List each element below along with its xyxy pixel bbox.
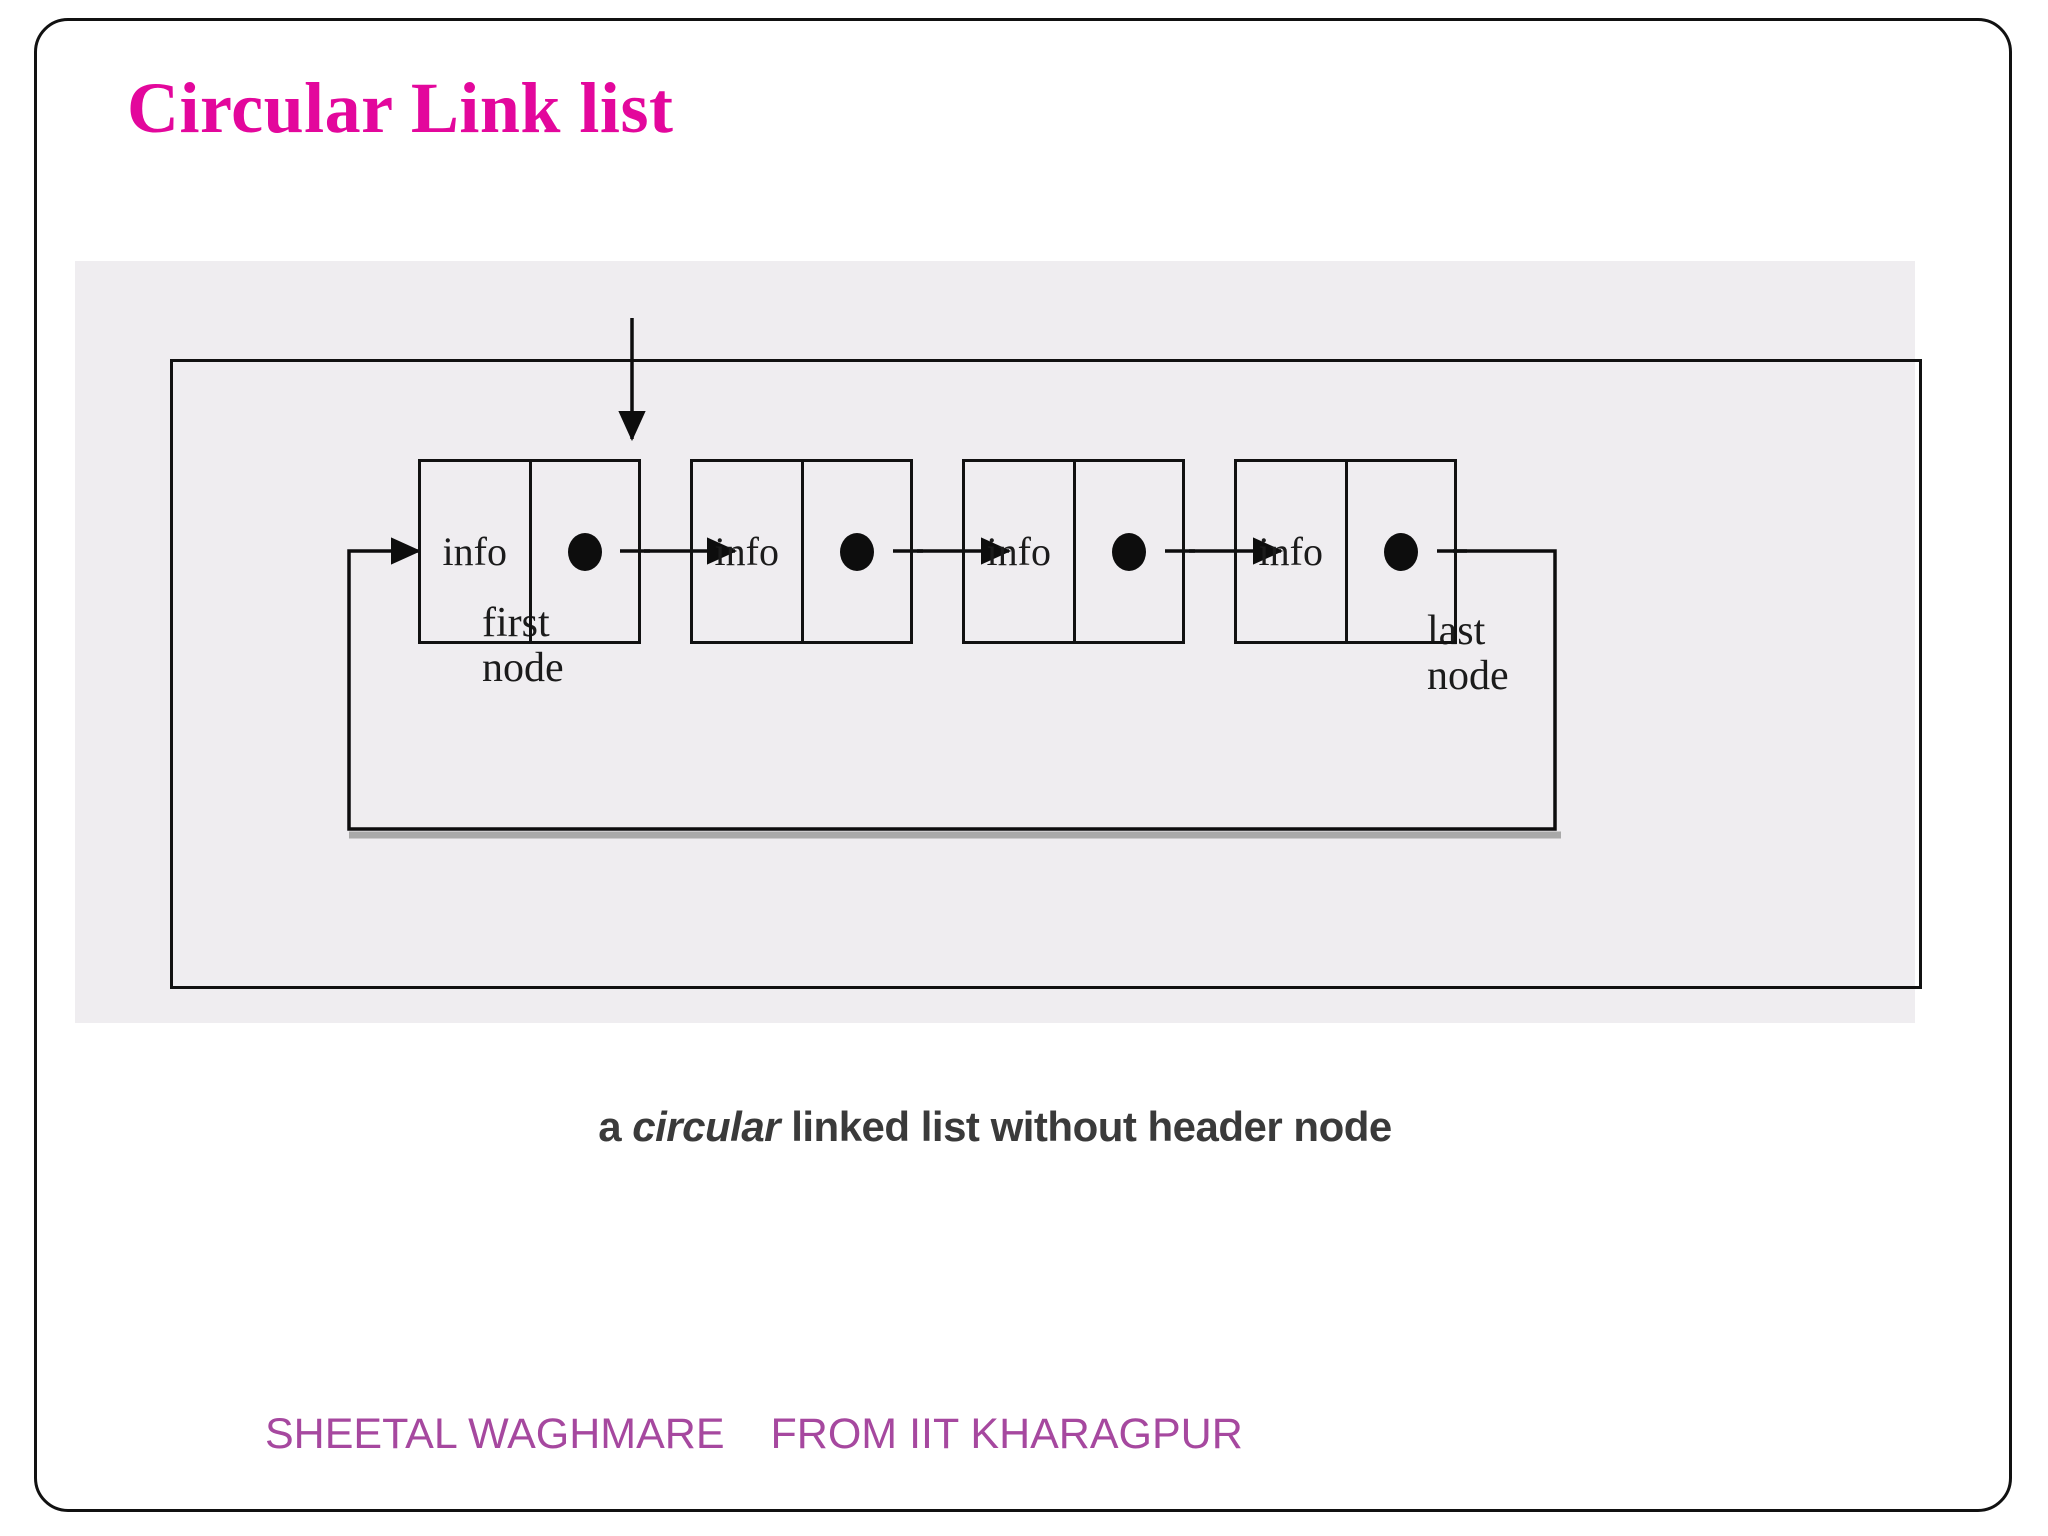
node-info-cell: info xyxy=(965,462,1076,641)
list-node: info xyxy=(962,459,1185,644)
figure-caption-suffix: linked list without header node xyxy=(780,1103,1392,1150)
footer-affiliation: FROM IIT KHARAGPUR xyxy=(770,1410,1243,1458)
page-title: Circular Link list xyxy=(127,68,674,148)
footer-author: SHEETAL WAGHMARE xyxy=(265,1410,725,1458)
pointer-dot-icon xyxy=(1111,532,1146,571)
footer-credit: SHEETAL WAGHMARE FROM IIT KHARAGPUR xyxy=(265,1406,1325,1463)
figure-caption: a circular linked list without header no… xyxy=(75,1103,1915,1151)
node-pointer-cell xyxy=(1076,462,1183,641)
linked-list-arrows xyxy=(347,318,1561,839)
node-info-cell: info xyxy=(693,462,804,641)
figure-image-block: first node last node info info info info xyxy=(75,261,1922,1150)
list-node: info xyxy=(690,459,913,644)
node-pointer-cell xyxy=(532,462,639,641)
pointer-dot-icon xyxy=(1383,532,1418,571)
last-node-label: last node xyxy=(1427,608,1509,699)
pointer-dot-icon xyxy=(567,532,602,571)
figure-caption-prefix: a xyxy=(598,1103,633,1150)
list-node: info xyxy=(1234,459,1457,644)
first-node-label: first node xyxy=(482,600,564,691)
pointer-dot-icon xyxy=(839,532,874,571)
node-pointer-cell xyxy=(804,462,911,641)
list-node: info xyxy=(418,459,641,644)
node-info-cell: info xyxy=(1237,462,1348,641)
figure-inner-frame xyxy=(170,359,1922,989)
slide-frame: Circular Link list xyxy=(34,18,2012,1512)
figure-caption-emphasis: circular xyxy=(632,1103,781,1150)
node-pointer-cell xyxy=(1348,462,1455,641)
node-info-cell: info xyxy=(421,462,532,641)
